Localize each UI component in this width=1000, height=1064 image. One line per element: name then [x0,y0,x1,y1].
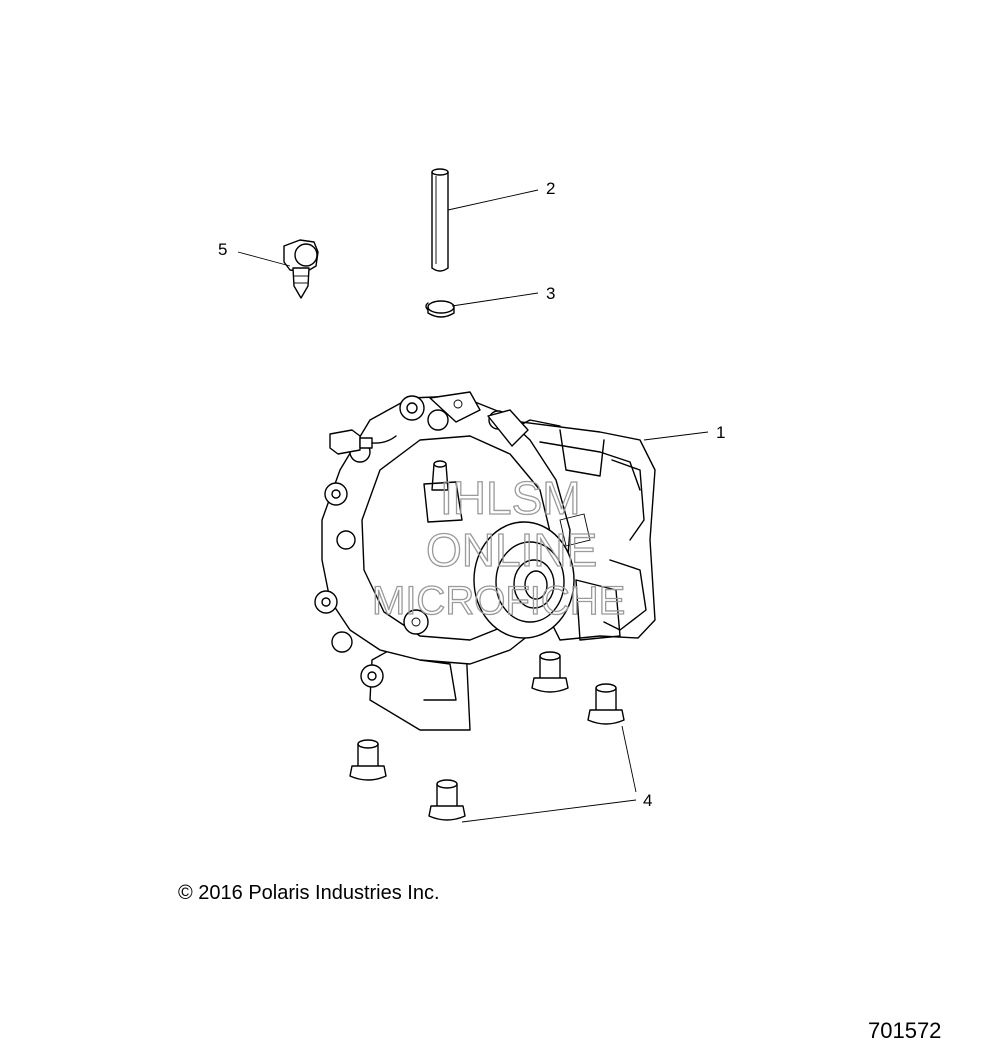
callout-3: 3 [546,284,555,303]
part-5-vent-fitting[interactable] [283,239,319,299]
part-2-vent-hose[interactable] [431,168,449,272]
watermark: IHLSM ONLINE MICROFICHE [371,471,626,623]
part-4-bolt-a[interactable] [531,651,569,693]
watermark-line-2: ONLINE [426,524,597,576]
watermark-line-3: MICROFICHE [372,579,625,623]
part-4-bolt-b[interactable] [587,683,625,725]
callout-4: 4 [643,791,652,810]
leader-lines [237,189,709,823]
callout-1: 1 [716,423,725,442]
watermark-line-1: IHLSM [440,472,581,524]
part-4-bolt-d[interactable] [428,779,466,821]
part-4-bolt-c[interactable] [349,739,387,781]
callout-5: 5 [218,240,227,259]
part-3-hose-clamp[interactable] [425,300,455,318]
diagram-number: 701572 [868,1018,942,1043]
part-1-gearcase-assembly[interactable] [314,391,656,731]
copyright-text: © 2016 Polaris Industries Inc. [178,882,440,904]
callout-2: 2 [546,179,555,198]
